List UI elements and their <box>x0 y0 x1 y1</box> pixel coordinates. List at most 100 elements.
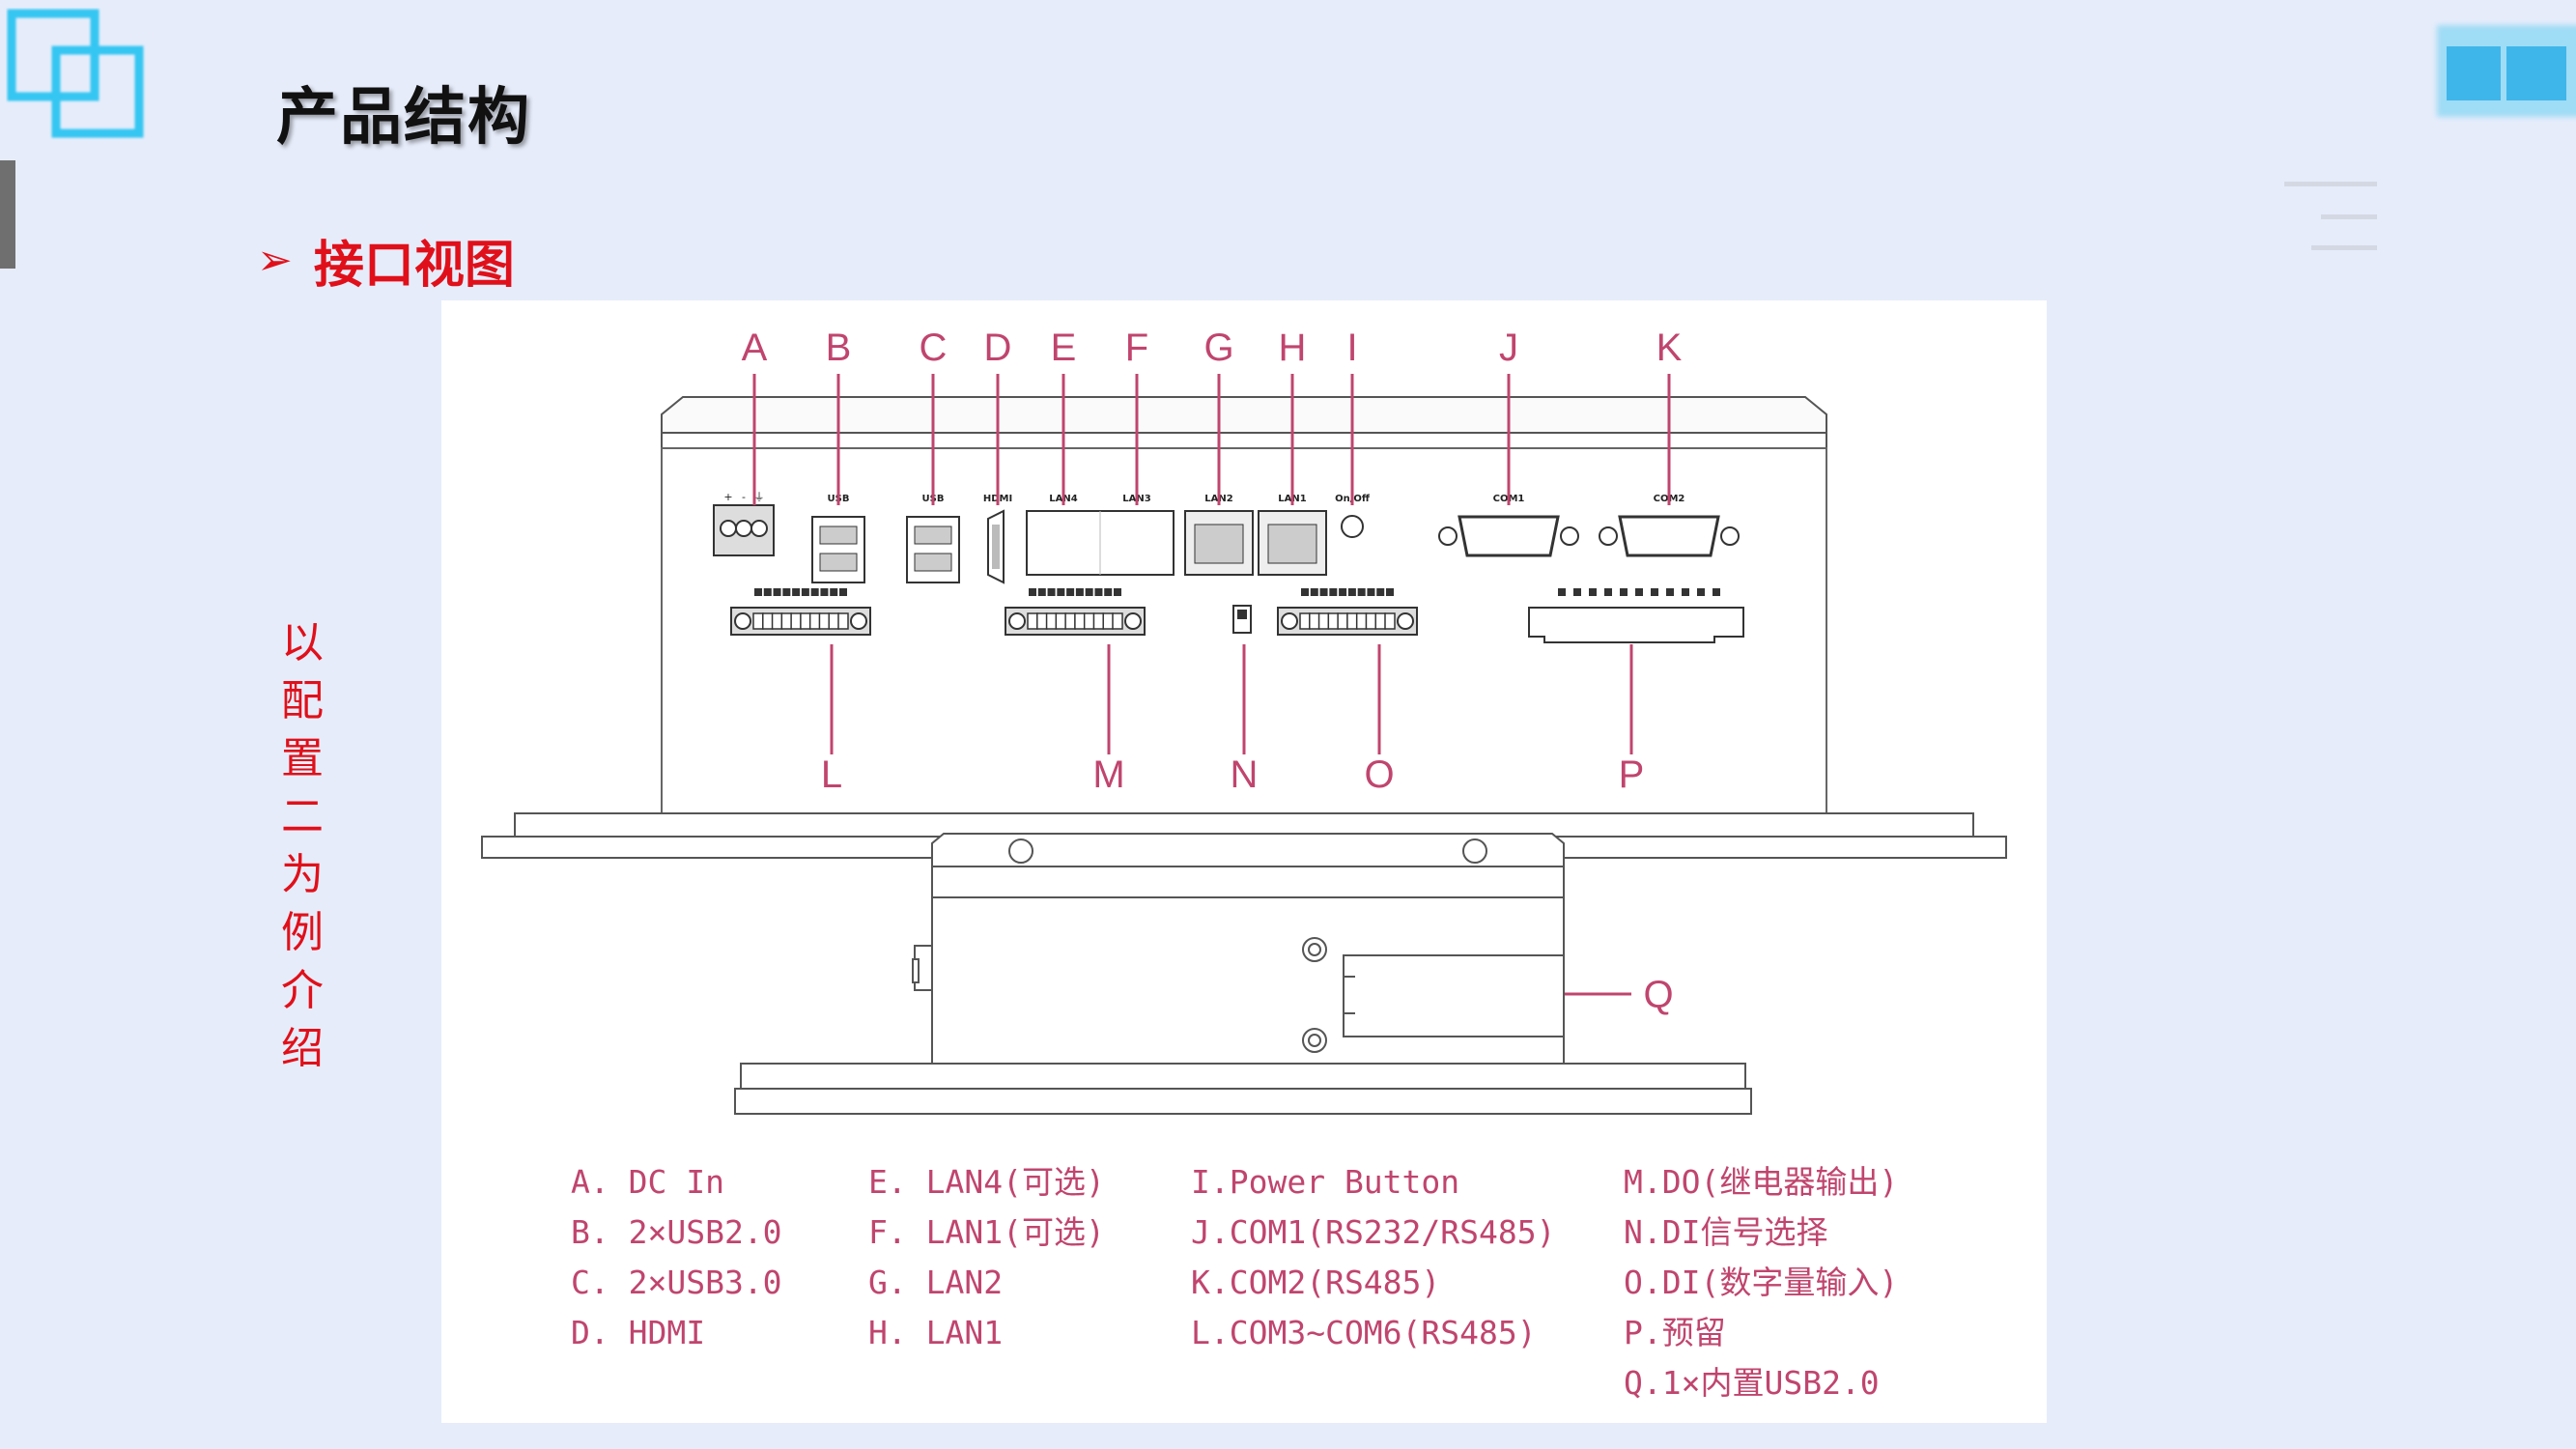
callout-label-i: I <box>1346 327 1357 369</box>
legend-item: E. LAN4(可选) <box>868 1163 1105 1201</box>
legend-item: Q.1×内置USB2.0 <box>1624 1364 1880 1402</box>
section-subtitle: ➢ 接口视图 <box>257 224 515 297</box>
pin-mark <box>1066 588 1075 596</box>
pin-mark <box>1367 588 1375 596</box>
com1-port: COM1 <box>1438 494 1579 557</box>
interface-diagram: + - ⏚ USB USB HDMI LAN4 LAN <box>481 327 2007 1402</box>
pin-mark <box>839 588 847 596</box>
callout-label-g: G <box>1203 327 1233 369</box>
pin-mark <box>1589 588 1597 596</box>
pin-mark <box>1029 588 1036 596</box>
callout-label-o: O <box>1364 753 1394 796</box>
pin-mark <box>792 588 801 596</box>
pin-mark <box>1697 588 1705 596</box>
callout-label-b: B <box>826 327 852 369</box>
pin-mark <box>1339 588 1347 596</box>
callout-label-q: Q <box>1643 974 1673 1016</box>
pin-mark <box>1357 588 1366 596</box>
callout-label-k: K <box>1656 327 1683 369</box>
legend-item: O.DI(数字量输入) <box>1624 1264 1898 1301</box>
pin-mark <box>1114 588 1121 596</box>
pin-mark <box>763 588 772 596</box>
callout-lines <box>752 374 1671 996</box>
legend-item: P.预留 <box>1624 1314 1726 1351</box>
pin-mark <box>1037 588 1046 596</box>
pin-mark <box>801 588 809 596</box>
pin-mark <box>1666 588 1674 596</box>
svg-text:+: + <box>723 491 732 503</box>
callout-label-d: D <box>984 327 1012 369</box>
pin-mark <box>1558 588 1566 596</box>
callout-label-l: L <box>821 753 842 796</box>
terminal-block <box>1005 588 1146 636</box>
pin-mark <box>1047 588 1056 596</box>
legend-item: I.Power Button <box>1191 1163 1459 1201</box>
subtitle-text: 接口视图 <box>313 237 515 295</box>
lan-ports: LAN2 LAN1 <box>1184 494 1327 576</box>
pin-mark <box>782 588 791 596</box>
pin-mark <box>1301 588 1309 596</box>
legend-item: F. LAN1(可选) <box>868 1213 1105 1251</box>
legend-item: B. 2×USB2.0 <box>571 1213 782 1251</box>
terminal-block <box>1277 588 1418 636</box>
callout-label-a: A <box>742 327 768 369</box>
svg-text:-: - <box>742 491 746 503</box>
callout-label-f: F <box>1125 327 1148 369</box>
left-edge-bar <box>0 160 15 269</box>
pin-mark <box>1075 588 1084 596</box>
terminal-blocks <box>730 588 1720 636</box>
page-title: 产品结构 <box>276 82 531 154</box>
pin-mark <box>1057 588 1065 596</box>
pin-mark <box>1319 588 1328 596</box>
pin-mark <box>1651 588 1658 596</box>
svg-text:⏚: ⏚ <box>754 491 765 503</box>
interface-diagram-panel: + - ⏚ USB USB HDMI LAN4 LAN <box>441 300 2047 1423</box>
callout-label-j: J <box>1499 327 1518 369</box>
pin-mark <box>1310 588 1318 596</box>
legend-item: G. LAN2 <box>868 1264 1003 1301</box>
legend-item: J.COM1(RS232/RS485) <box>1191 1213 1556 1251</box>
legend-item: A. DC In <box>571 1163 724 1201</box>
pin-mark <box>1604 588 1612 596</box>
callout-label-c: C <box>920 327 948 369</box>
corner-blocks-decoration <box>2437 25 2576 117</box>
callout-label-n: N <box>1231 753 1259 796</box>
arrow-bullet-icon: ➢ <box>257 236 293 285</box>
legend-item: M.DO(继电器输出) <box>1624 1163 1898 1201</box>
pin-mark <box>1094 588 1103 596</box>
pin-mark <box>1620 588 1628 596</box>
terminal-block <box>730 588 871 636</box>
callout-label-h: H <box>1279 327 1307 369</box>
pin-mark <box>1329 588 1338 596</box>
pin-mark <box>1376 588 1385 596</box>
pin-mark <box>754 588 762 596</box>
logo-squares-decoration <box>7 9 144 138</box>
legend-item: C. 2×USB3.0 <box>571 1264 782 1301</box>
legend-item: L.COM3~COM6(RS485) <box>1191 1314 1537 1351</box>
pin-mark <box>1085 588 1093 596</box>
menu-lines-icon <box>2284 182 2377 250</box>
pin-mark <box>820 588 829 596</box>
pin-mark <box>1347 588 1356 596</box>
legend-item: K.COM2(RS485) <box>1191 1264 1440 1301</box>
pin-mark <box>810 588 819 596</box>
com2-port: COM2 <box>1599 494 1740 557</box>
reserved-slot <box>1528 607 1744 643</box>
legend-item: N.DI信号选择 <box>1624 1213 1827 1251</box>
pin-mark <box>773 588 781 596</box>
interface-legend: A. DC In B. 2×USB2.0 C. 2×USB3.0 D. HDMI E. … <box>571 1163 1898 1402</box>
side-view <box>734 833 1752 1115</box>
legend-item: D. HDMI <box>571 1314 705 1351</box>
pin-mark <box>1573 588 1581 596</box>
callout-label-e: E <box>1051 327 1077 369</box>
pin-mark <box>1713 588 1720 596</box>
pin-mark <box>1386 588 1394 596</box>
vertical-side-note: 以配置二为例介绍 <box>281 618 324 1073</box>
pin-mark <box>1635 588 1643 596</box>
pin-mark <box>1682 588 1689 596</box>
di-select-switch <box>1232 605 1252 634</box>
dc-in-connector: + - ⏚ <box>713 491 775 556</box>
pin-mark <box>830 588 838 596</box>
pin-mark <box>1104 588 1113 596</box>
